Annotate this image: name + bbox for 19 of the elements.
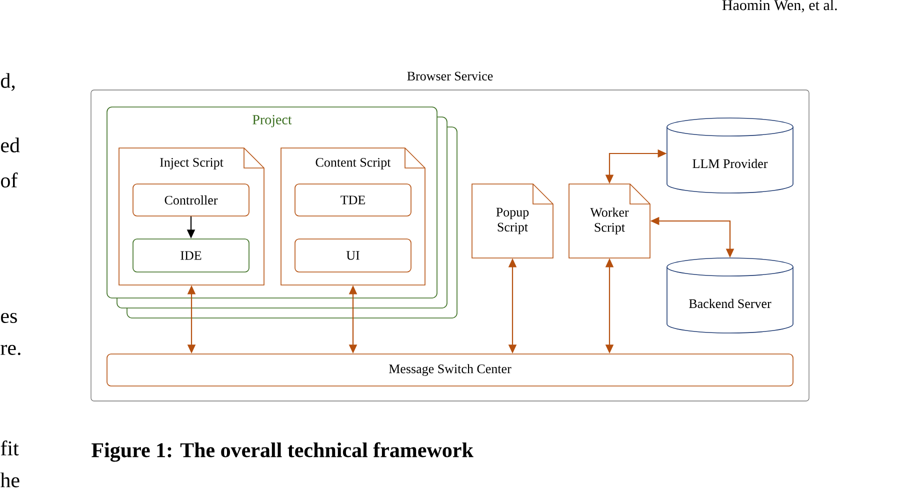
- page-text: d,: [0, 73, 15, 91]
- component-box: Message Switch Center: [106, 354, 794, 386]
- node-label: Browser Service: [407, 72, 493, 80]
- component-box: Controller: [132, 184, 250, 216]
- page-text: fit: [0, 440, 19, 456]
- page-text: es: [1, 312, 17, 324]
- page-text: re.: [0, 344, 20, 356]
- server-cylinder: Backend Server: [666, 258, 794, 334]
- page-text: he: [0, 472, 20, 488]
- page-text: Haomin Wen, et al.: [722, 0, 837, 12]
- script-document: Worker Script: [568, 184, 650, 258]
- page-text: ed: [1, 138, 20, 152]
- server-cylinder: LLM Provider: [666, 118, 794, 194]
- caption: Figure 1: The overall technical framework: [92, 442, 474, 462]
- component-box: IDE: [132, 238, 250, 272]
- script-document: Popup Script: [472, 184, 554, 258]
- page-text: of: [1, 172, 18, 188]
- component-box: UI: [294, 238, 412, 272]
- component-box: TDE: [294, 184, 412, 216]
